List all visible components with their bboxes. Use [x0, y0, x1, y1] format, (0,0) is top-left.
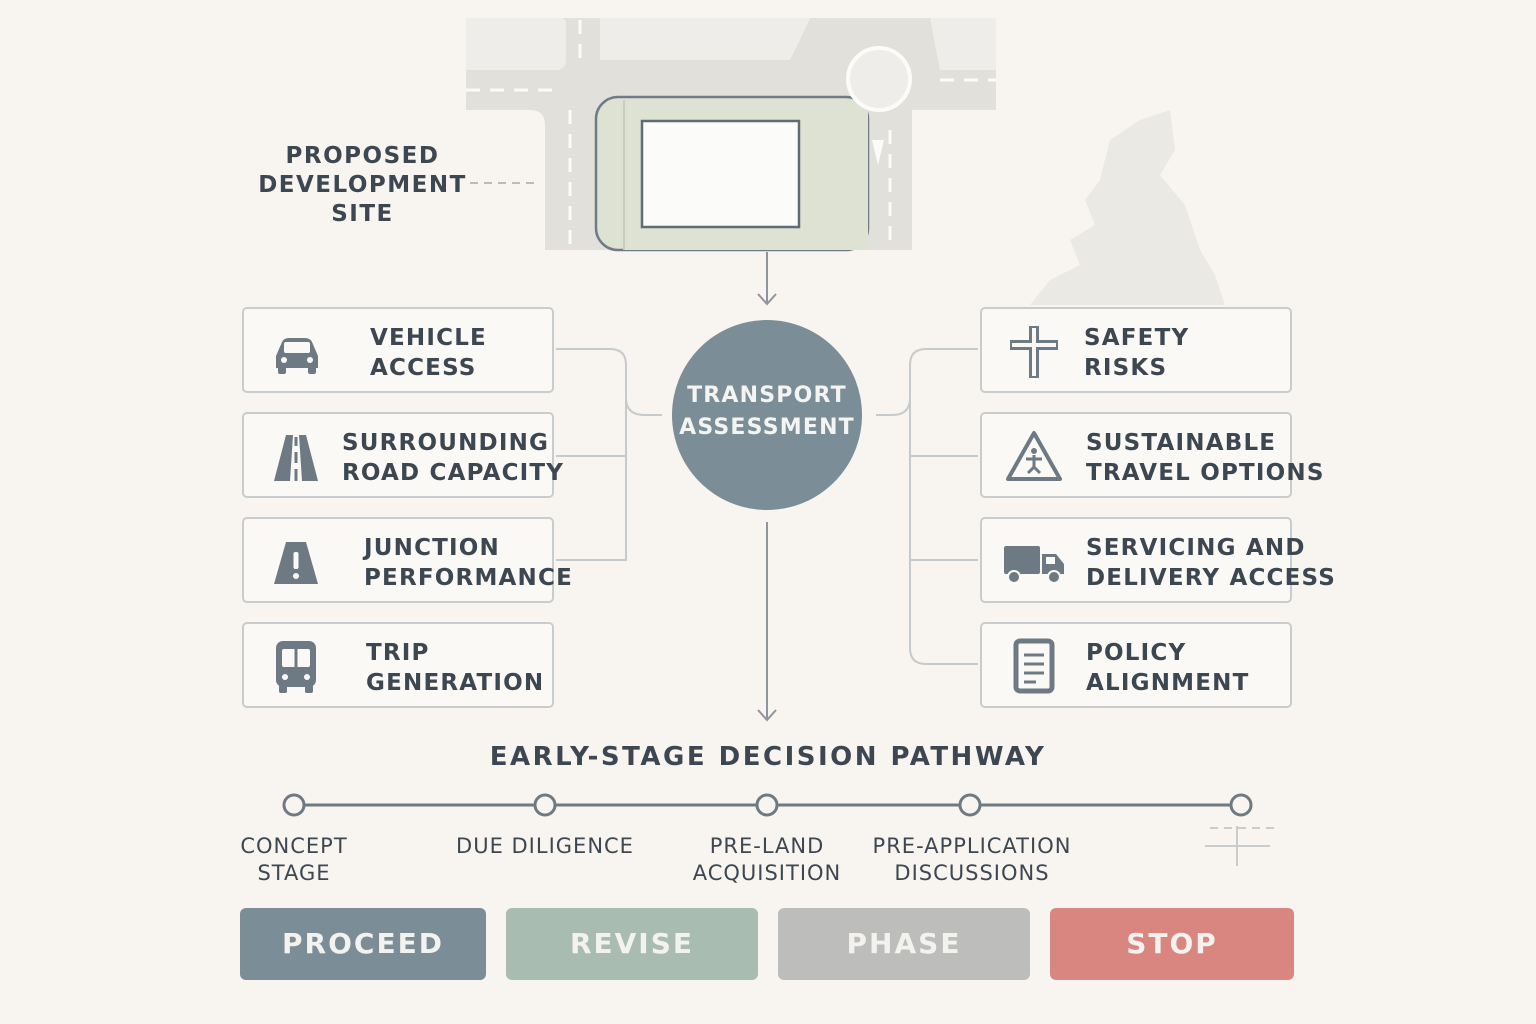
pathway-title: EARLY-STAGE DECISION PATHWAY [489, 742, 1047, 772]
site-label-line: SITE [331, 201, 394, 227]
warning-road-icon [274, 542, 318, 584]
factor-label-line: RISKS [1084, 355, 1168, 381]
factor-label-line: GENERATION [366, 670, 545, 696]
factor-label-line: VEHICLE [370, 325, 487, 351]
factor-label-line: SURROUNDING [342, 430, 550, 456]
arrow-site-to-hub [757, 252, 777, 306]
factor-label-line: POLICY [1086, 640, 1187, 666]
factor-label-line: JUNCTION [364, 535, 501, 561]
factor-label: JUNCTION PERFORMANCE [364, 533, 573, 593]
factor-label-line: SUSTAINABLE [1086, 430, 1277, 456]
stage-label-concept: CONCEPT STAGE [214, 833, 374, 887]
factor-card-safety-risks: SAFETY RISKS [980, 307, 1292, 393]
hub-label-line: ASSESSMENT [679, 415, 855, 440]
factor-card-servicing-delivery: SERVICING AND DELIVERY ACCESS [980, 517, 1335, 603]
factor-label: VEHICLE ACCESS [370, 323, 487, 383]
stage-label-line: STAGE [257, 861, 331, 885]
site-label-line: DEVELOPMENT [258, 172, 467, 198]
factor-card-vehicle-access: VEHICLE ACCESS [242, 307, 554, 393]
stage-label-pre-application: PRE-APPLICATION DISCUSSIONS [862, 833, 1082, 887]
stage-label-line: PRE-APPLICATION [872, 834, 1072, 858]
stage-label-due-diligence: DUE DILIGENCE [440, 833, 650, 860]
transport-assessment-hub: TRANSPORT ASSESSMENT [672, 320, 862, 510]
factor-label: SERVICING AND DELIVERY ACCESS [1086, 533, 1336, 593]
hub-label-line: TRANSPORT [687, 383, 847, 408]
warning-triangle-icon [1006, 431, 1062, 481]
factor-label-line: PERFORMANCE [364, 565, 573, 591]
stage-label-line: DUE DILIGENCE [456, 834, 634, 858]
factor-label-line: TRAVEL OPTIONS [1086, 460, 1325, 486]
factor-label: SUSTAINABLE TRAVEL OPTIONS [1086, 428, 1325, 488]
truck-icon [1004, 546, 1064, 584]
map-silhouette [1030, 110, 1225, 305]
arrow-hub-to-pathway [757, 522, 777, 722]
site-label: PROPOSED DEVELOPMENT SITE [250, 142, 475, 229]
factor-label-line: ACCESS [370, 355, 477, 381]
left-connectors [556, 348, 662, 561]
site-map [466, 18, 996, 252]
right-connectors [876, 348, 978, 665]
factor-label-line: SAFETY [1084, 325, 1190, 351]
decision-stop: STOP [1050, 908, 1294, 980]
document-icon [1013, 638, 1055, 694]
stage-label-pre-land: PRE-LAND ACQUISITION [672, 833, 862, 887]
stage-label-line: DISCUSSIONS [894, 861, 1050, 885]
factor-label-line: ROAD CAPACITY [342, 460, 565, 486]
factor-label: TRIP GENERATION [366, 638, 544, 698]
factor-label: SURROUNDING ROAD CAPACITY [342, 428, 564, 488]
decision-phase: PHASE [778, 908, 1030, 980]
site-label-line: PROPOSED [285, 143, 440, 169]
road-icon [274, 435, 318, 481]
decision-proceed: PROCEED [240, 908, 486, 980]
factor-card-junction-performance: JUNCTION PERFORMANCE [242, 517, 572, 603]
car-icon [276, 338, 318, 374]
factor-label-line: DELIVERY ACCESS [1086, 565, 1337, 591]
factor-label-line: TRIP [366, 640, 430, 666]
factor-label-line: ALIGNMENT [1086, 670, 1250, 696]
factor-card-road-capacity: SURROUNDING ROAD CAPACITY [242, 412, 563, 498]
stage-label-line: ACQUISITION [692, 861, 842, 885]
bus-icon [276, 641, 316, 693]
factor-label-line: SERVICING AND [1086, 535, 1306, 561]
cross-icon [1010, 326, 1058, 378]
stage-label-line: CONCEPT [240, 834, 348, 858]
factor-card-trip-generation: TRIP GENERATION [242, 622, 554, 708]
stage-label-line: PRE-LAND [709, 834, 825, 858]
timeline [282, 793, 1275, 866]
factor-label: SAFETY RISKS [1084, 323, 1189, 383]
decision-revise: REVISE [506, 908, 758, 980]
factor-label: POLICY ALIGNMENT [1086, 638, 1249, 698]
factor-card-sustainable-travel: SUSTAINABLE TRAVEL OPTIONS [980, 412, 1323, 498]
factor-card-policy-alignment: POLICY ALIGNMENT [980, 622, 1292, 708]
